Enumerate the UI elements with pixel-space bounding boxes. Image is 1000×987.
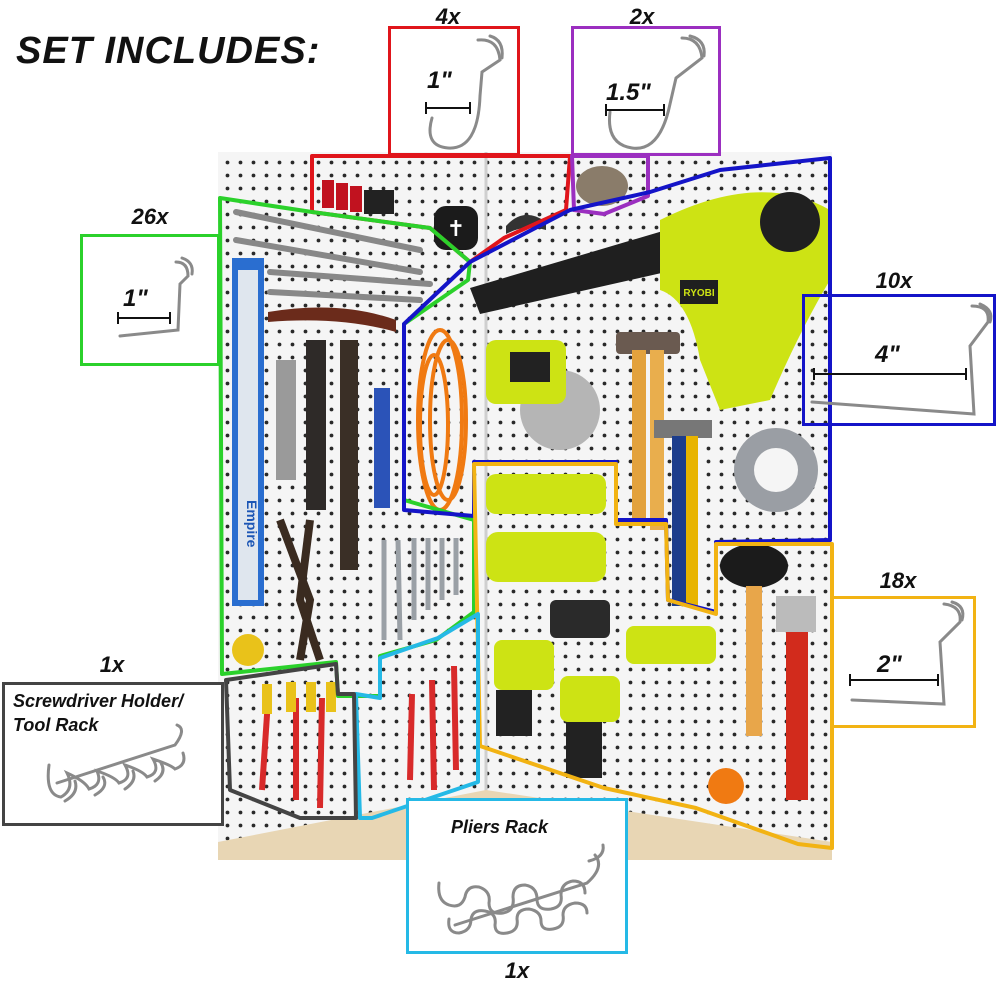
hex-keys-icon xyxy=(322,180,394,214)
dimension-label: 1" xyxy=(123,285,148,312)
scraper-icon xyxy=(306,340,326,510)
leaf-blower-icon: RYOBI xyxy=(470,192,830,410)
screwdriver-rack-icon xyxy=(46,723,186,803)
region-purple xyxy=(570,154,650,216)
pipe-pliers-icon xyxy=(276,518,324,662)
long-hook-icon xyxy=(810,304,990,416)
page-title: SET INCLUDES: xyxy=(16,30,321,72)
dimension-label: 1.5" xyxy=(606,79,651,106)
j-hook-icon-2 xyxy=(607,36,704,150)
region-outlines xyxy=(218,154,834,850)
item-box-cyan: Pliers Rack xyxy=(406,798,628,954)
tools: ✝ Empire xyxy=(232,166,830,809)
screwdrivers-icon xyxy=(262,682,336,714)
dimension-label: 1" xyxy=(427,67,452,94)
wrench-set-icon xyxy=(381,538,459,641)
item-qty-cyan: 1x xyxy=(504,958,530,983)
level-icon: Empire xyxy=(232,258,264,606)
region-gray xyxy=(224,662,358,820)
tape-measure-icon xyxy=(576,166,628,206)
item-qty-green: 26x xyxy=(131,204,169,229)
sockets-extension-icon xyxy=(233,209,433,303)
circular-saw-icon xyxy=(486,340,600,450)
tape-measure-icon-2 xyxy=(708,768,744,804)
pry-bar-icon xyxy=(268,307,396,332)
item-qty-gray: 1x xyxy=(99,652,125,677)
item-box-blue: 4" xyxy=(802,294,996,426)
hook-drawings xyxy=(118,34,993,706)
mallet-icon xyxy=(720,544,788,736)
region-cyan xyxy=(354,612,480,820)
drill-icon xyxy=(494,640,554,736)
multi-tool-icon xyxy=(486,474,606,514)
region-yellow xyxy=(472,462,834,850)
item-qty-red: 4x xyxy=(435,4,461,29)
svg-text:Empire: Empire xyxy=(244,500,260,548)
j-hook-icon xyxy=(428,38,502,150)
impact-driver-icon xyxy=(560,676,620,778)
pliers-rack-icon xyxy=(437,843,605,935)
dimension-label: 4" xyxy=(875,341,900,368)
l-hook-icon xyxy=(118,260,190,338)
torpedo-level-icon xyxy=(276,360,296,480)
item-label: Screwdriver Holder/ Tool Rack xyxy=(13,691,184,735)
chisel-icon xyxy=(340,340,358,570)
safety-glasses-icon xyxy=(506,214,546,234)
flashlight-icon xyxy=(626,626,716,664)
tape-measure-small-icon xyxy=(232,634,264,666)
hammers-icon xyxy=(616,332,712,606)
item-box-yellow: 2" xyxy=(830,596,976,728)
item-box-red: 1" xyxy=(388,26,520,156)
item-label: Pliers Rack xyxy=(451,817,549,837)
bit-set-icon xyxy=(374,388,390,508)
pliers-set-icon xyxy=(259,665,459,809)
l-hook-icon-2 xyxy=(850,602,962,706)
item-box-purple: 1.5" xyxy=(571,26,721,156)
item-qty-blue: 10x xyxy=(875,268,913,293)
battery-icon xyxy=(550,600,610,638)
reciprocating-saw-icon xyxy=(486,532,606,582)
dimension-lines xyxy=(117,102,967,686)
item-qty-yellow: 18x xyxy=(879,568,917,593)
svg-text:RYOBI: RYOBI xyxy=(683,288,715,299)
svg-text:✝: ✝ xyxy=(447,217,465,242)
item-box-green: 1" xyxy=(80,234,220,366)
dimension-label: 2" xyxy=(877,651,902,678)
item-box-gray: Screwdriver Holder/ Tool Rack xyxy=(2,682,224,826)
item-qty-purple: 2x xyxy=(629,4,655,29)
pipe-wrench-icon xyxy=(776,596,816,800)
